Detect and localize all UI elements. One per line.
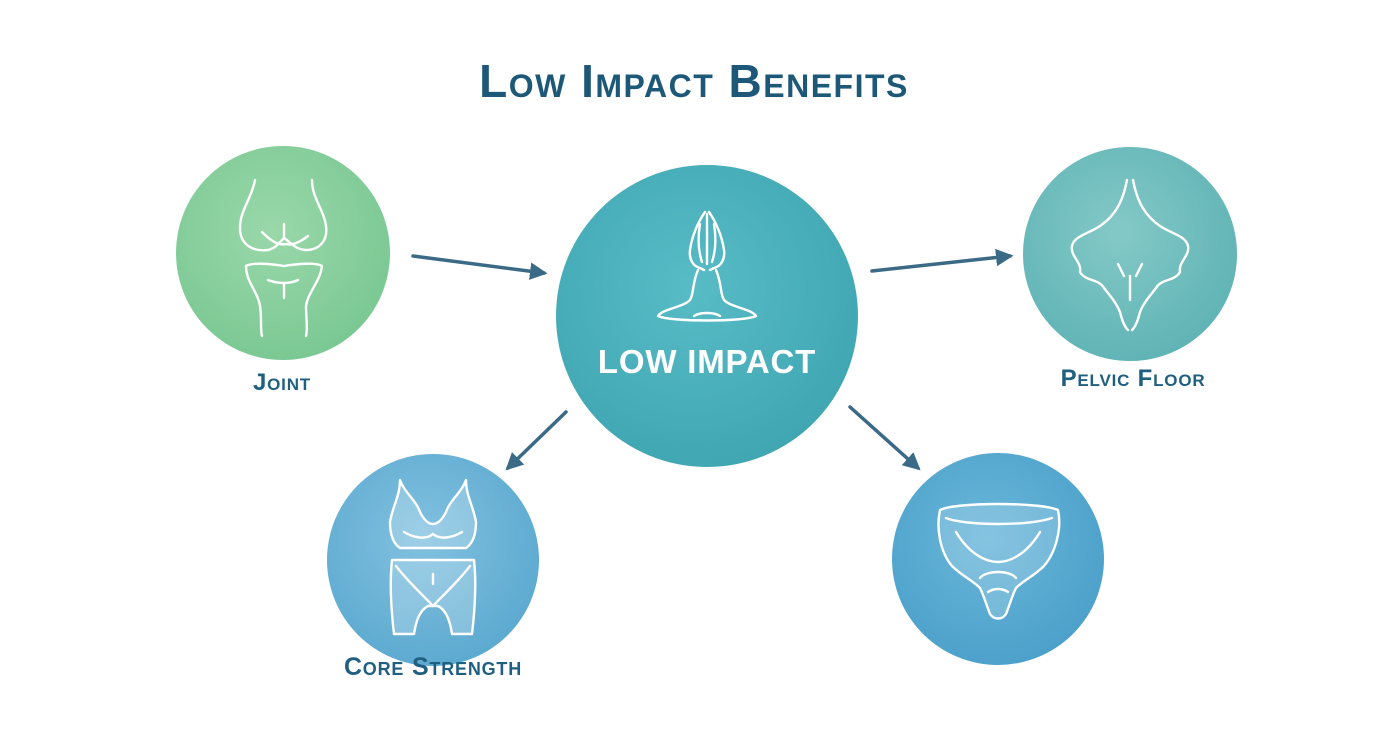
pelvic-bowl-icon — [937, 502, 1061, 620]
arrow-center-to-pelvic-floor — [870, 248, 1014, 273]
arrow-center-to-core-strength — [505, 410, 568, 471]
diagram-title: Low Impact Benefits — [479, 55, 909, 107]
core-strength-label: Core Strength — [344, 653, 522, 681]
pelvis-icon — [1070, 178, 1190, 332]
torso-icon — [388, 478, 478, 636]
arrow-center-to-bottom-right — [848, 405, 921, 471]
node-bottom-right — [892, 453, 1104, 665]
meditation-pose-icon — [656, 210, 758, 322]
center-circle — [556, 165, 858, 467]
node-pelvic-floor: Pelvic Floor — [1023, 147, 1237, 392]
bottom-right-circle — [892, 453, 1104, 665]
node-core-strength: Core Strength — [327, 454, 539, 681]
center-label: LOW IMPACT — [598, 343, 816, 380]
node-joint: Joint — [176, 146, 390, 396]
pelvic-floor-label: Pelvic Floor — [1061, 365, 1206, 392]
connector-arrows — [411, 248, 1014, 471]
knee-joint-icon — [238, 178, 328, 338]
joint-label: Joint — [253, 369, 311, 396]
joint-circle — [176, 146, 390, 360]
pelvic-floor-circle — [1023, 147, 1237, 361]
arrow-joint-to-center — [411, 254, 548, 280]
node-center: LOW IMPACT — [556, 165, 858, 467]
